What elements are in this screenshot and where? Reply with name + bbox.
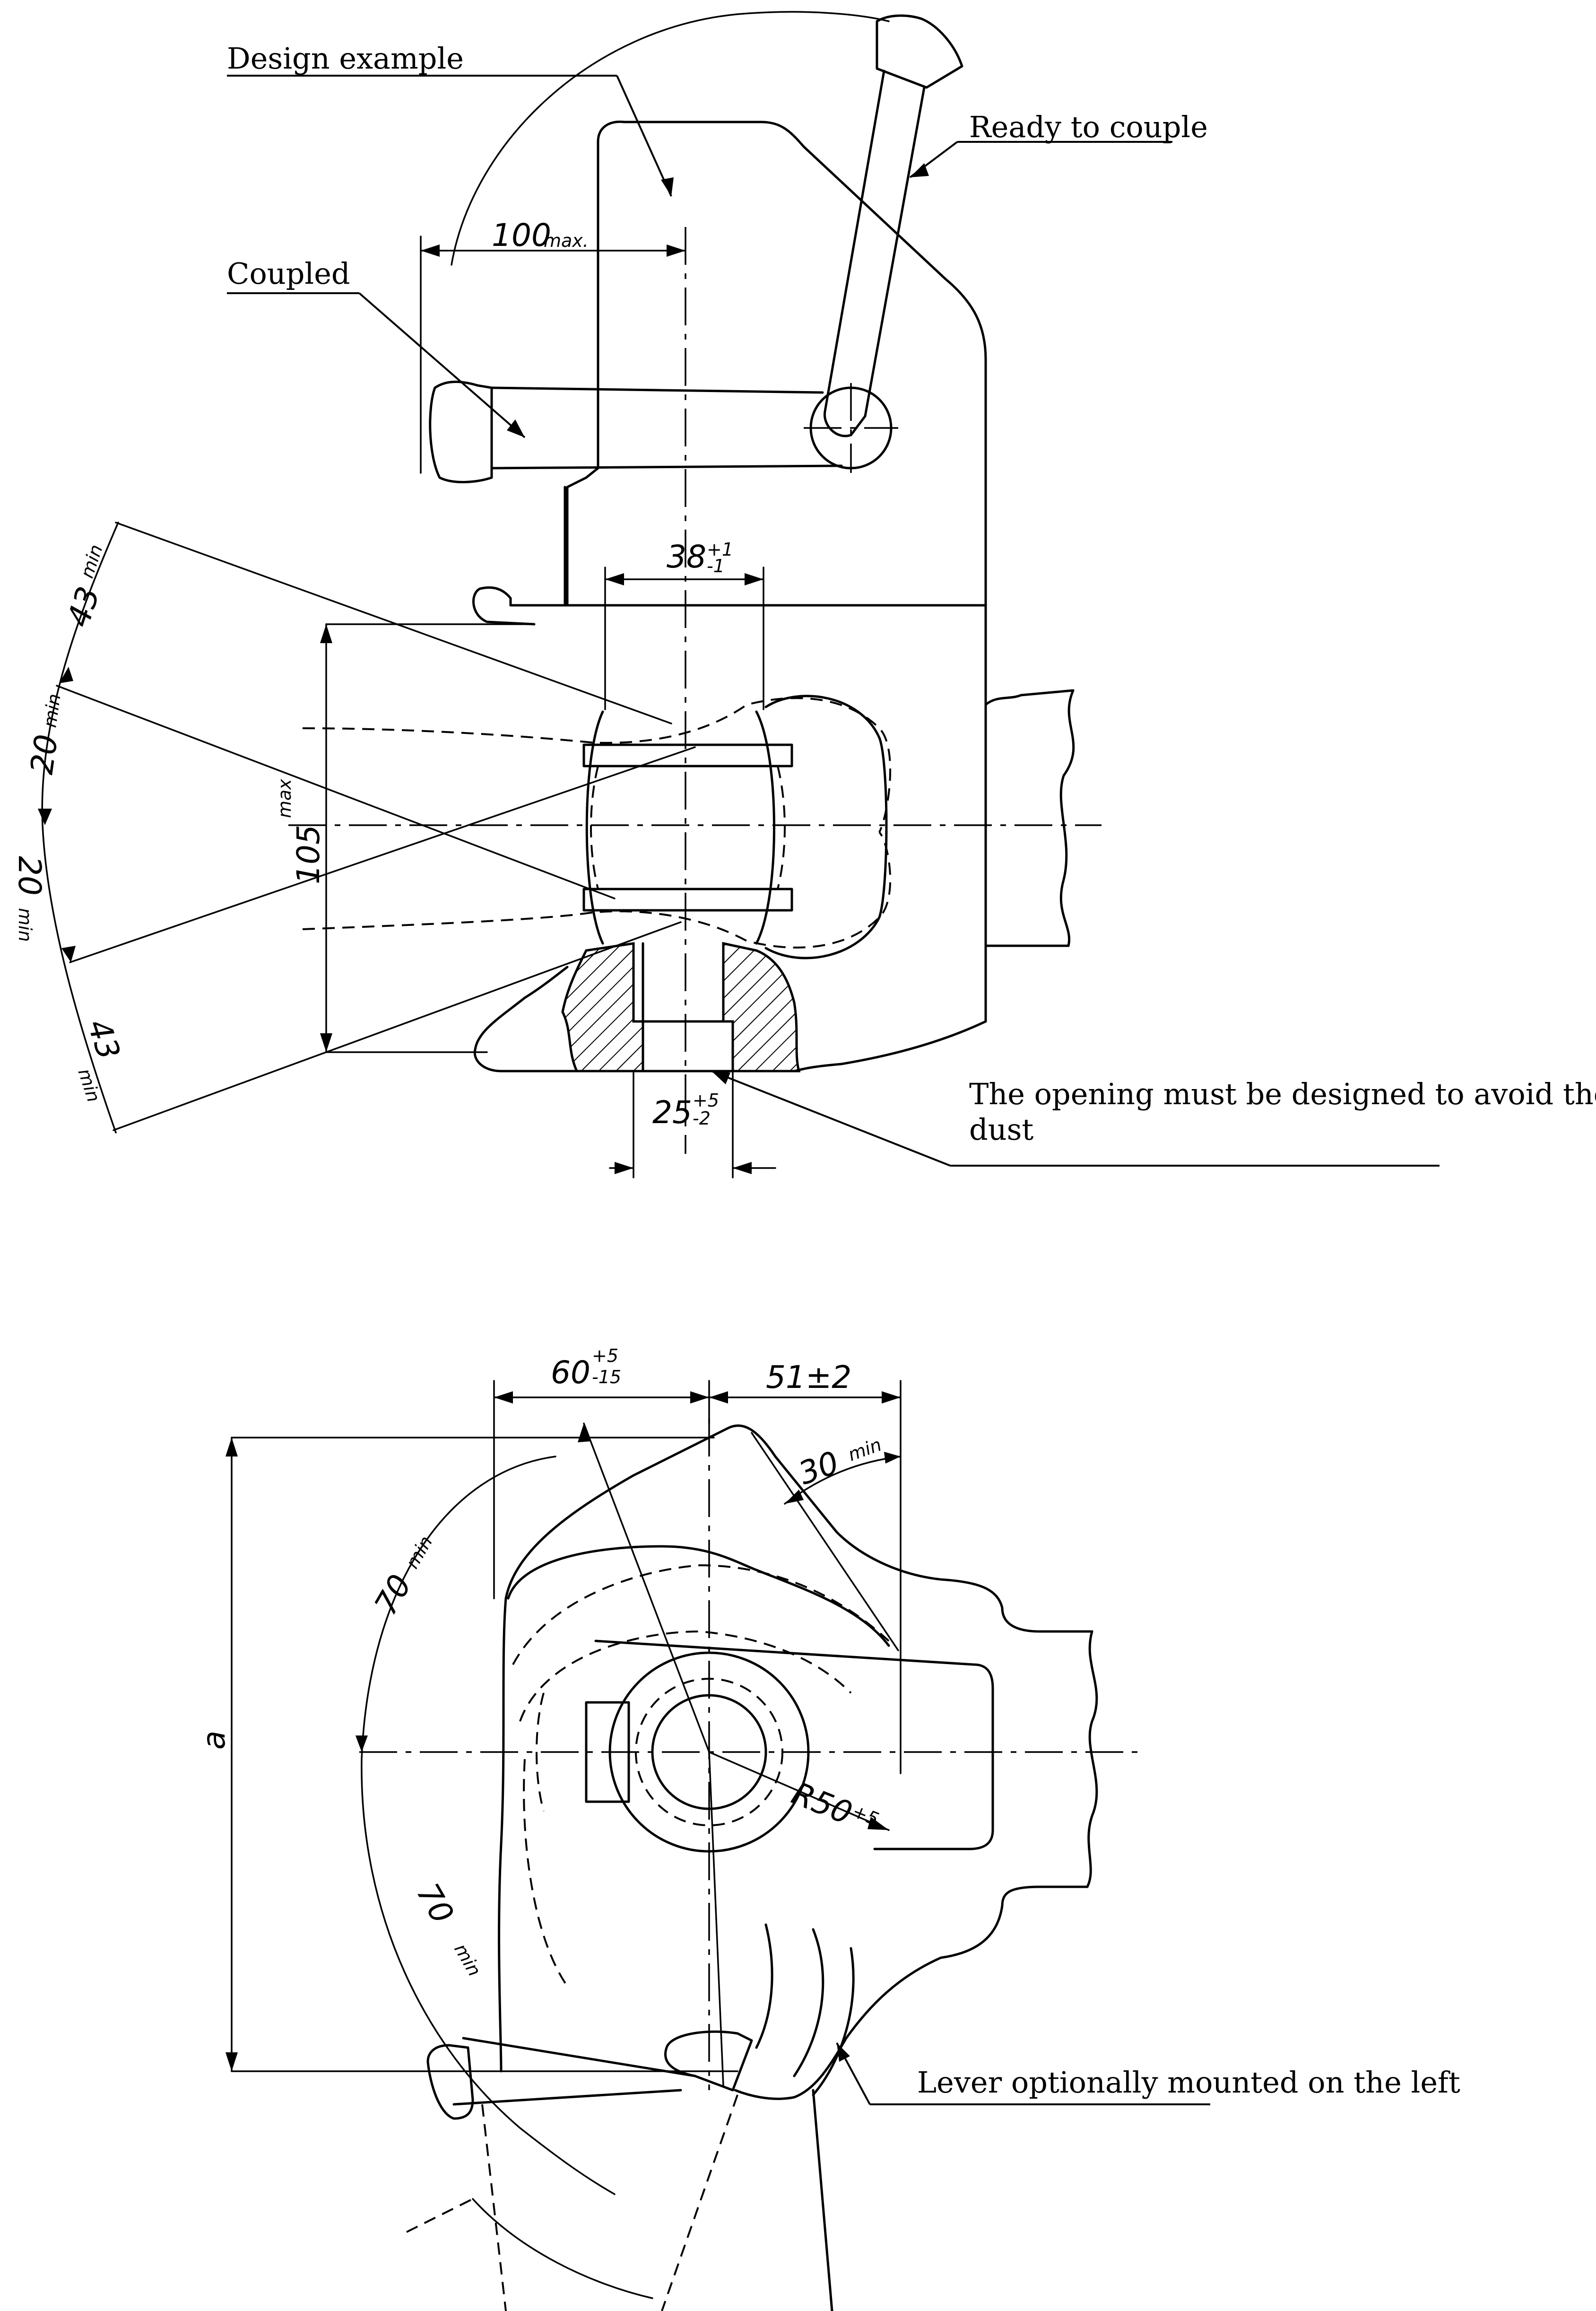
lever-left-dashed-3	[406, 2198, 473, 2233]
lever-coupled	[429, 380, 843, 483]
radius-r50: R50	[787, 1775, 857, 1831]
dim-38-tol-low: -1	[707, 556, 725, 576]
opening-hidden-upper	[302, 697, 892, 833]
dim-100: 100 max.	[420, 217, 686, 474]
lower-body-outline	[498, 1424, 1093, 2073]
lower-hidden-arc-1	[512, 1564, 890, 1665]
lever-ready-to-couple	[804, 14, 963, 473]
coupling-head-outline	[566, 121, 987, 1023]
central-bore	[582, 695, 888, 959]
dim-25: 25 +5 -2	[609, 1070, 776, 1178]
angle-line-30	[751, 1432, 899, 1651]
angle-43-top-sup: min	[77, 542, 107, 581]
dim-60-tol-up: +5	[592, 1345, 618, 1366]
upper-view: 38 +1 -1 100 max.	[11, 11, 1440, 1178]
dim-51-text: 51±2	[766, 1359, 851, 1395]
dim-60-main: 60	[551, 1354, 590, 1391]
opening-hidden-lower	[302, 831, 892, 949]
angle-line-70-bottom	[708, 1751, 724, 2086]
dim-38-tol: +1	[707, 539, 733, 560]
dim-105: 105 max	[274, 623, 535, 1053]
lower-hidden-arc-2	[519, 1630, 852, 1722]
angle-70-bottom: 70	[409, 1877, 461, 1930]
radius-line-r50	[708, 1751, 890, 1831]
body-lower-outline	[473, 966, 987, 1073]
angle-43-bottom: 43	[80, 1015, 127, 1064]
dim-25-tol-down: -2	[693, 1108, 711, 1129]
boss-hidden-left	[536, 1692, 545, 1812]
dim-100-main: 100	[492, 217, 551, 253]
lower-body-bottom	[734, 1956, 942, 2100]
dim-38-main: 38	[667, 539, 706, 575]
dim-a: a	[196, 1437, 738, 2072]
angle-30: 30	[794, 1444, 843, 1492]
dim-a-text: a	[196, 1731, 232, 1750]
label-ready-to-couple: Ready to couple	[969, 110, 1208, 144]
lower-pipe-bottom	[939, 1885, 1089, 1959]
dim-105-main: 105	[290, 825, 327, 884]
lower-lever	[426, 1923, 855, 2120]
dim-38: 38 +1 -1	[604, 539, 764, 710]
angle-70-bottom-sup: min	[450, 1940, 485, 1980]
dim-51: 51±2	[708, 1359, 902, 1774]
lower-slot	[594, 1640, 994, 1850]
lever-left-edge	[812, 2089, 833, 2311]
lever-left-dashed-2	[481, 2104, 507, 2311]
angle-70-top: 70	[367, 1569, 419, 1621]
lower-hidden-arc-3	[523, 1759, 568, 1987]
pipe-break-right	[1059, 689, 1075, 947]
angle-20-bottom: 20	[11, 856, 48, 896]
label-design-example: Design example	[227, 41, 464, 76]
dim-60-tol-down: -15	[592, 1367, 621, 1387]
dim-25-main: 25	[652, 1094, 692, 1131]
label-lever-left: Lever optionally mounted on the left	[917, 2065, 1460, 2100]
label-coupled: Coupled	[227, 256, 350, 291]
dim-100-sub: max.	[544, 230, 589, 251]
lever-left-dashed-1	[661, 2094, 738, 2311]
angle-fan	[38, 522, 696, 1134]
angle-43-top: 43	[60, 582, 107, 631]
label-opening-line2: dust	[969, 1112, 1033, 1147]
angle-20-top-sup: min	[39, 692, 65, 729]
label-opening-line1: The opening must be designed to avoid th…	[969, 1077, 1596, 1111]
lever-swing-arc	[451, 11, 890, 266]
lower-pipe-break	[1086, 1630, 1098, 1888]
angle-70-top-sup: min	[402, 1532, 437, 1572]
dim-25-tol-up: +5	[693, 1090, 719, 1111]
lower-swing-arc	[361, 1456, 616, 2195]
pipe-upper-edge	[984, 689, 1075, 706]
hatched-section	[561, 942, 801, 1073]
dim-105-sup: max	[274, 779, 295, 818]
body-hook-top	[472, 586, 536, 626]
angle-line-70-top	[583, 1422, 710, 1753]
dim-60: 60 +5 -15	[493, 1345, 710, 1599]
angle-20-bottom-sup: min	[15, 908, 35, 942]
lever-left-arc	[472, 2198, 653, 2299]
angle-20-top: 20	[24, 732, 65, 776]
lower-view: 60 +5 -15 51±2 a 30 min 70 min 70 min R5…	[196, 1345, 1210, 2311]
lower-inner-face	[507, 1545, 890, 1647]
angle-43-bottom-sup: min	[74, 1066, 104, 1105]
